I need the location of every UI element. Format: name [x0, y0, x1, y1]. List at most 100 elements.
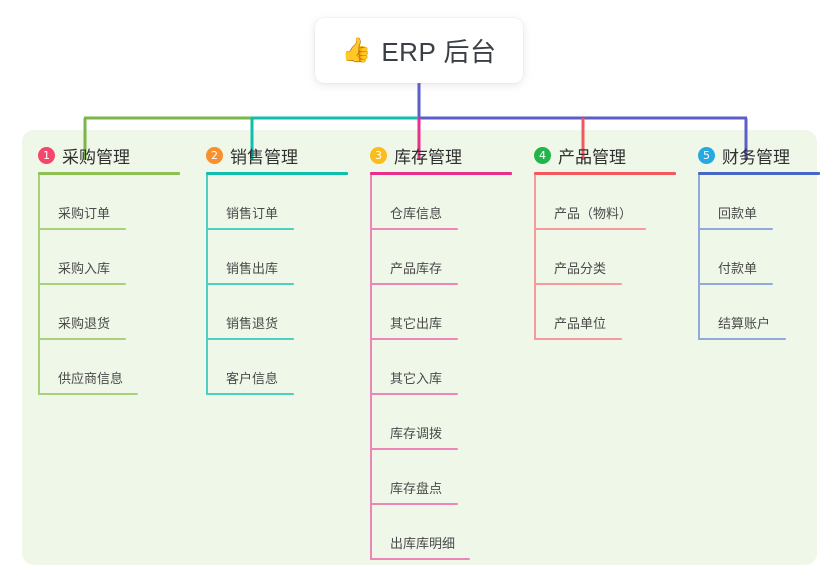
leaf-item-label: 产品单位	[554, 316, 607, 331]
leaf-item-label: 出库库明细	[390, 536, 456, 551]
column-spine-2	[206, 175, 208, 395]
leaf-item-rule	[206, 393, 294, 395]
leaf-item-rule	[370, 448, 458, 450]
leaf-item-label: 回款单	[718, 206, 758, 221]
leaf-item[interactable]: 产品单位	[526, 285, 676, 340]
leaf-item-label: 客户信息	[226, 371, 279, 386]
leaf-item-label: 销售出库	[226, 261, 279, 276]
column-badge-2: 2	[206, 146, 223, 164]
leaf-item[interactable]: 仓库信息	[362, 175, 512, 230]
leaf-item-rule	[38, 283, 126, 285]
column-header-5[interactable]: 5 财务管理	[690, 142, 820, 168]
leaf-item-rule	[698, 338, 786, 340]
leaf-item-rule	[370, 393, 458, 395]
leaf-item-rule	[370, 558, 470, 560]
leaf-item-label: 付款单	[718, 261, 758, 276]
leaf-item[interactable]: 回款单	[690, 175, 820, 230]
leaf-item-label: 供应商信息	[58, 371, 124, 386]
leaf-item[interactable]: 库存调拨	[362, 395, 512, 450]
leaf-item-label: 采购退货	[58, 316, 111, 331]
leaf-item[interactable]: 库存盘点	[362, 450, 512, 505]
leaf-item-rule	[534, 338, 622, 340]
thumbs-up-icon: 👍	[341, 36, 372, 64]
leaf-item[interactable]: 采购订单	[30, 175, 180, 230]
column-4: 4 产品管理产品（物料） 产品分类产品单位	[526, 142, 676, 340]
column-title-5: 财务管理	[722, 147, 790, 167]
column-badge-3: 3	[370, 146, 387, 164]
leaf-item-rule	[38, 393, 138, 395]
column-rule-4	[534, 172, 676, 175]
column-rule-3	[370, 172, 512, 175]
column-badge-5: 5	[698, 146, 715, 164]
leaf-item-label: 仓库信息	[390, 206, 443, 221]
leaf-item[interactable]: 销售订单	[198, 175, 348, 230]
column-spine-3	[370, 175, 372, 560]
leaf-item-rule	[370, 228, 458, 230]
leaf-item-label: 结算账户	[718, 316, 771, 331]
leaf-item-label: 产品（物料）	[554, 206, 633, 221]
leaf-item-rule	[38, 338, 126, 340]
column-title-3: 库存管理	[394, 147, 462, 167]
column-items-1: 采购订单采购入库采购退货供应商信息	[30, 175, 180, 395]
leaf-item[interactable]: 采购入库	[30, 230, 180, 285]
leaf-item[interactable]: 其它出库	[362, 285, 512, 340]
column-items-5: 回款单付款单结算账户	[690, 175, 820, 340]
leaf-item[interactable]: 其它入库	[362, 340, 512, 395]
leaf-item[interactable]: 产品分类	[526, 230, 676, 285]
column-header-3[interactable]: 3 库存管理	[362, 142, 512, 168]
leaf-item[interactable]: 客户信息	[198, 340, 348, 395]
column-header-4[interactable]: 4 产品管理	[526, 142, 676, 168]
leaf-item[interactable]: 采购退货	[30, 285, 180, 340]
leaf-item[interactable]: 出库库明细	[362, 505, 512, 560]
leaf-item-rule	[206, 283, 294, 285]
column-spine-5	[698, 175, 700, 340]
root-node-label: ERP 后台	[381, 37, 497, 67]
column-3: 3 库存管理仓库信息产品库存其它出库其它入库库存调拨库存盘点出库库明细	[362, 142, 512, 560]
leaf-item-rule	[370, 338, 458, 340]
leaf-item-label: 产品库存	[390, 261, 443, 276]
leaf-item-label: 销售退货	[226, 316, 279, 331]
column-5: 5 财务管理回款单付款单结算账户	[690, 142, 820, 340]
column-rule-2	[206, 172, 348, 175]
leaf-item-label: 库存调拨	[390, 426, 443, 441]
column-title-2: 销售管理	[230, 147, 298, 167]
column-spine-1	[38, 175, 40, 395]
column-spine-4	[534, 175, 536, 340]
leaf-item-rule	[370, 503, 458, 505]
leaf-item-label: 采购订单	[58, 206, 111, 221]
leaf-item-label: 其它出库	[390, 316, 443, 331]
leaf-item-rule	[698, 283, 773, 285]
column-header-2[interactable]: 2 销售管理	[198, 142, 348, 168]
leaf-item[interactable]: 付款单	[690, 230, 820, 285]
leaf-item-label: 库存盘点	[390, 481, 443, 496]
leaf-item-label: 其它入库	[390, 371, 443, 386]
column-items-4: 产品（物料） 产品分类产品单位	[526, 175, 676, 340]
column-items-2: 销售订单销售出库销售退货客户信息	[198, 175, 348, 395]
leaf-item[interactable]: 产品库存	[362, 230, 512, 285]
leaf-item-label: 采购入库	[58, 261, 111, 276]
column-badge-1: 1	[38, 146, 55, 164]
column-items-3: 仓库信息产品库存其它出库其它入库库存调拨库存盘点出库库明细	[362, 175, 512, 560]
leaf-item[interactable]: 产品（物料）	[526, 175, 676, 230]
column-rule-1	[38, 172, 180, 175]
leaf-item-rule	[38, 228, 126, 230]
diagram-panel	[22, 130, 817, 565]
column-2: 2 销售管理销售订单销售出库销售退货客户信息	[198, 142, 348, 395]
leaf-item-rule	[534, 228, 646, 230]
column-badge-4: 4	[534, 146, 551, 164]
leaf-item[interactable]: 结算账户	[690, 285, 820, 340]
leaf-item-rule	[698, 228, 773, 230]
leaf-item-label: 销售订单	[226, 206, 279, 221]
leaf-item-rule	[206, 228, 294, 230]
leaf-item-rule	[206, 338, 294, 340]
leaf-item[interactable]: 销售出库	[198, 230, 348, 285]
leaf-item-rule	[370, 283, 458, 285]
column-title-4: 产品管理	[558, 147, 626, 167]
root-node-card[interactable]: 👍 ERP 后台	[315, 18, 523, 83]
leaf-item[interactable]: 供应商信息	[30, 340, 180, 395]
leaf-item[interactable]: 销售退货	[198, 285, 348, 340]
leaf-item-rule	[534, 283, 622, 285]
